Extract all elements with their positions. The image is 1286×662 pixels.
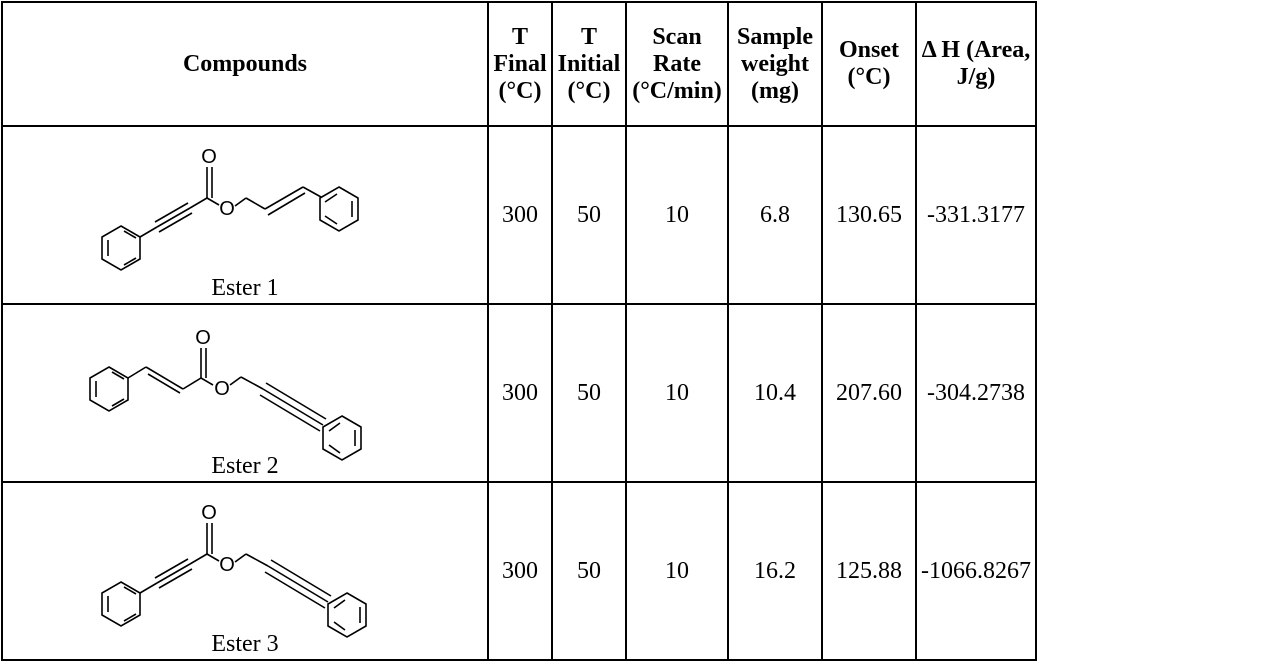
header-row: Compounds T Final (°C) T Initial (°C) Sc…	[1, 1, 1037, 127]
header-scan-rate: Scan Rate (°C/min)	[625, 1, 729, 127]
ester-2-structure-drawing: O O	[89, 327, 362, 461]
carbonyl-oxygen-label: O	[195, 327, 211, 349]
header-sample-weight: Sample weight (mg)	[727, 1, 823, 127]
onset-cell: 130.65	[821, 125, 917, 305]
scan-rate-cell: 10	[625, 125, 729, 305]
compound-name: Ester 1	[211, 275, 279, 301]
ester-1-structure-drawing: O O	[101, 146, 359, 271]
t-final-cell: 300	[487, 125, 553, 305]
compound-name: Ester 3	[211, 631, 279, 657]
header-t-initial: T Initial (°C)	[551, 1, 627, 127]
t-initial-cell: 50	[551, 303, 627, 483]
compound-cell: O O Ester 1	[1, 125, 489, 305]
t-final-cell: 300	[487, 481, 553, 661]
ester-oxygen-label: O	[214, 378, 230, 400]
table-row: O O Ester 1 300 50 10 6.8 130.65 -331.31…	[1, 125, 1037, 305]
table-row: O O Ester 2 300 50 10 10.4 207.60 -304.2…	[1, 303, 1037, 483]
onset-cell: 207.60	[821, 303, 917, 483]
sample-weight-cell: 10.4	[727, 303, 823, 483]
delta-h-cell: -304.2738	[915, 303, 1037, 483]
scan-rate-cell: 10	[625, 303, 729, 483]
onset-cell: 125.88	[821, 481, 917, 661]
ester-oxygen-label: O	[219, 198, 235, 220]
ester-3-structure-drawing: O O	[101, 502, 367, 638]
table-row: O O Ester 3 300 50 10 16.2 125.88 -1066.…	[1, 481, 1037, 661]
carbonyl-oxygen-label: O	[201, 502, 217, 524]
t-initial-cell: 50	[551, 125, 627, 305]
dsc-data-table: Compounds T Final (°C) T Initial (°C) Sc…	[1, 1, 1037, 661]
delta-h-cell: -331.3177	[915, 125, 1037, 305]
compound-cell: O O Ester 2	[1, 303, 489, 483]
header-t-final: T Final (°C)	[487, 1, 553, 127]
sample-weight-cell: 16.2	[727, 481, 823, 661]
carbonyl-oxygen-label: O	[201, 146, 217, 168]
compound-cell: O O Ester 3	[1, 481, 489, 661]
t-final-cell: 300	[487, 303, 553, 483]
t-initial-cell: 50	[551, 481, 627, 661]
header-compounds: Compounds	[1, 1, 489, 127]
sample-weight-cell: 6.8	[727, 125, 823, 305]
delta-h-cell: -1066.8267	[915, 481, 1037, 661]
header-delta-h: Δ H (Area, J/g)	[915, 1, 1037, 127]
ester-oxygen-label: O	[219, 554, 235, 576]
compound-name: Ester 2	[211, 453, 279, 479]
header-onset: Onset (°C)	[821, 1, 917, 127]
scan-rate-cell: 10	[625, 481, 729, 661]
